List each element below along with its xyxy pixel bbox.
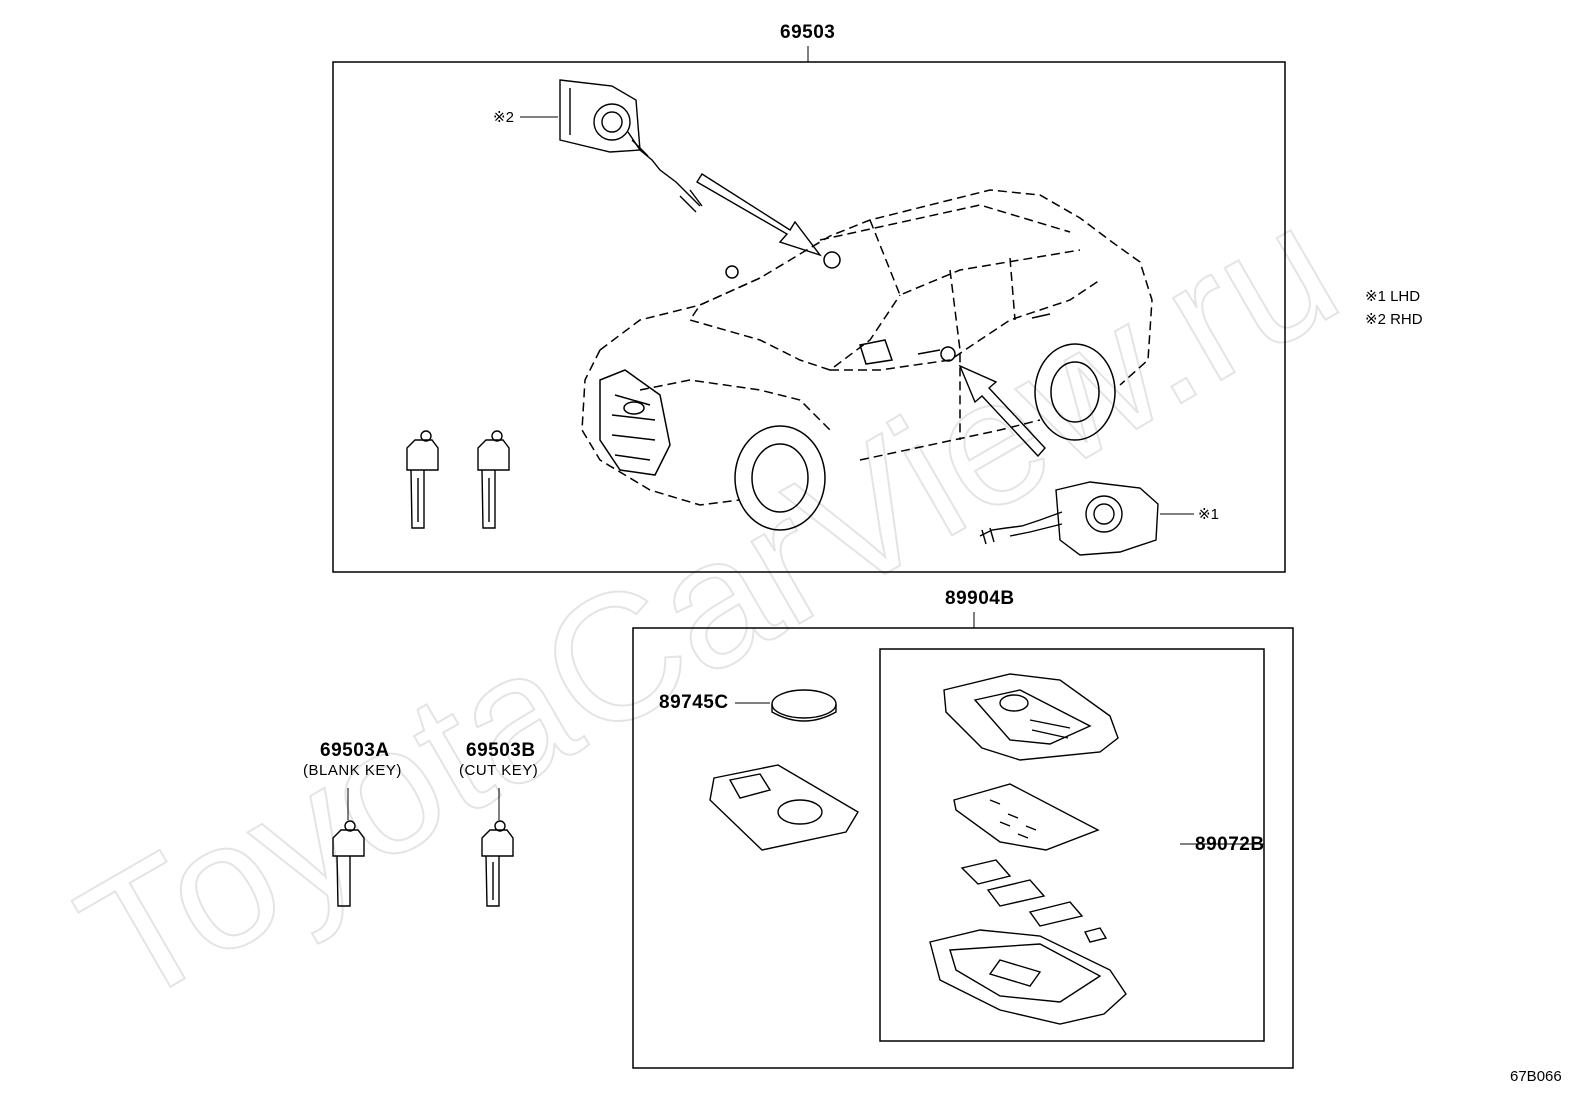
switch-part-icon — [960, 859, 1108, 943]
kit-89072b-frame — [879, 648, 1265, 1042]
coin-battery-icon — [771, 689, 837, 722]
remote-top-shell-icon — [943, 673, 1119, 761]
part-label-69503b: 69503B — [466, 740, 536, 761]
callout-lhd: ※1 — [1198, 506, 1219, 523]
assembly-label-89904b: 89904B — [945, 588, 1015, 609]
lock-cylinder-lhd-icon — [979, 481, 1159, 556]
blank-key-icon — [332, 820, 365, 907]
kit-69503-frame — [332, 61, 1286, 573]
callout-rhd: ※2 — [493, 109, 514, 126]
part-desc-cut-key: (CUT KEY) — [459, 762, 539, 779]
legend-rhd: ※2 RHD — [1365, 311, 1423, 328]
part-label-89745c: 89745C — [659, 692, 729, 713]
legend-lhd: ※1 LHD — [1365, 288, 1421, 305]
pointer-arrow-icon — [696, 173, 822, 257]
remote-inner-tray-icon — [953, 783, 1100, 851]
cut-key-icon — [481, 820, 514, 907]
front-wheel-icon — [734, 425, 826, 531]
key-blade-icon — [406, 430, 439, 529]
roof-sensor-icon — [823, 251, 841, 269]
part-desc-blank-key: (BLANK KEY) — [303, 762, 402, 779]
diagram-code: 67B066 — [1510, 1068, 1562, 1085]
vehicle-outline-icon — [581, 189, 1153, 506]
assembly-label-69503: 69503 — [780, 22, 836, 43]
kit-89904b-frame — [632, 627, 1294, 1069]
assembly-label-89072b: 89072B — [1195, 834, 1265, 855]
key-blade-icon — [477, 430, 510, 529]
rear-wheel-icon — [1034, 343, 1116, 441]
door-lock-spot-icon — [940, 346, 956, 362]
remote-bottom-shell-icon — [929, 929, 1127, 1025]
part-label-69503a: 69503A — [320, 740, 390, 761]
pointer-arrow-icon — [958, 364, 1046, 458]
lock-cylinder-rhd-icon — [559, 79, 703, 213]
circuit-board-icon — [709, 764, 859, 851]
